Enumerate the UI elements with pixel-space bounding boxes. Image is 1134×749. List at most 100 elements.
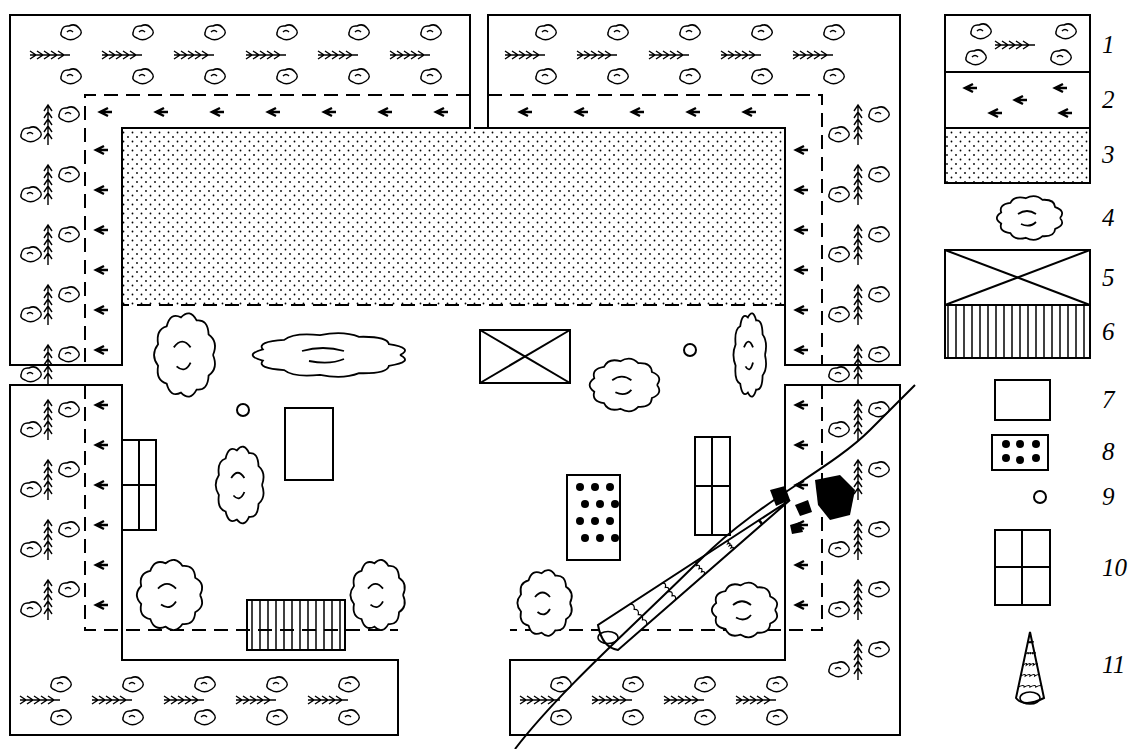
grass-symbol: [796, 226, 808, 234]
legend-number: 2: [1102, 87, 1115, 112]
planting-band: [10, 385, 398, 735]
grass-symbol: [965, 84, 977, 92]
conifer-symbol: [854, 580, 862, 620]
shrub-symbol: [267, 677, 287, 692]
stream-cone: [598, 500, 790, 650]
conifer-symbol: [577, 51, 617, 59]
conifer-symbol: [44, 520, 52, 560]
crossed-area: [480, 330, 570, 383]
grass-symbol: [100, 108, 112, 116]
shrub-symbol: [339, 710, 359, 725]
shrub-symbol: [59, 167, 79, 182]
grass-symbol: [96, 401, 108, 409]
shrub-symbol: [21, 127, 41, 142]
shrub-symbol: [752, 69, 772, 84]
lawn: [122, 128, 785, 305]
flower-dot: [596, 500, 604, 508]
grass-symbol: [632, 108, 644, 116]
grass-symbol: [796, 186, 808, 194]
grass-symbol: [796, 441, 808, 449]
conifer-symbol: [664, 696, 704, 704]
shrub-symbol: [869, 227, 889, 242]
grass-symbol: [268, 108, 280, 116]
grass-symbol: [744, 108, 756, 116]
bush-symbol: [350, 560, 404, 630]
shrub-symbol: [59, 522, 79, 537]
legend-sample: [945, 250, 1090, 305]
shrub-symbol: [829, 422, 849, 437]
shrub-symbol: [421, 25, 441, 40]
shrub-symbol: [829, 662, 849, 677]
conifer-symbol: [44, 285, 52, 325]
conifer-symbol: [44, 225, 52, 265]
conifer-symbol: [102, 51, 142, 59]
window-bed: [695, 485, 730, 487]
shrub-symbol: [277, 25, 297, 40]
grass-symbol: [96, 146, 108, 154]
conifer-symbol: [44, 345, 52, 385]
conifer-symbol: [854, 640, 862, 680]
shrub-symbol: [59, 347, 79, 362]
shrub-symbol: [421, 69, 441, 84]
shrub-symbol: [752, 25, 772, 40]
flower-dot: [1032, 454, 1040, 462]
water-ripple: [1018, 686, 1041, 688]
flower-dot: [596, 534, 604, 542]
flower-dot: [606, 483, 614, 491]
legend-sample: [945, 72, 1090, 128]
shrub-symbol: [59, 402, 79, 417]
grass-symbol: [576, 108, 588, 116]
grass-symbol: [796, 521, 808, 529]
shrub-symbol: [133, 25, 153, 40]
bush-symbol: [154, 313, 215, 396]
shrub-symbol: [829, 247, 849, 262]
shrub-symbol: [61, 69, 81, 84]
grass-symbol: [96, 601, 108, 609]
shrub-symbol: [536, 69, 556, 84]
grass-symbol: [796, 346, 808, 354]
grass-symbol: [520, 108, 532, 116]
flower-dot: [591, 483, 599, 491]
shrub-symbol: [59, 462, 79, 477]
small-feature: [237, 404, 249, 416]
legend-number: 3: [1102, 142, 1115, 167]
flower-dot: [581, 500, 589, 508]
conifer-symbol: [30, 51, 70, 59]
conifer-symbol: [854, 400, 862, 440]
shrub-symbol: [869, 347, 889, 362]
flower-dot: [611, 500, 619, 508]
plain-area: [285, 408, 333, 480]
shrub-symbol: [21, 367, 41, 382]
window-bed: [695, 437, 730, 535]
flower-dot: [611, 534, 619, 542]
legend-sample: [995, 380, 1050, 420]
conifer-symbol: [390, 51, 430, 59]
planting-band: [510, 385, 900, 735]
shrub-symbol: [339, 677, 359, 692]
shrub-symbol: [608, 25, 628, 40]
grass-symbol: [796, 266, 808, 274]
shrub-symbol: [829, 602, 849, 617]
window-bed: [122, 484, 156, 486]
conifer-symbol: [854, 165, 862, 205]
conifer-symbol: [246, 51, 286, 59]
legend-number: 9: [1102, 484, 1115, 509]
grass-symbol: [796, 401, 808, 409]
bush-symbol: [253, 333, 405, 377]
shrub-symbol: [21, 307, 41, 322]
grass-symbol: [796, 306, 808, 314]
window-bed: [122, 440, 156, 530]
grass-symbol: [1055, 84, 1067, 92]
shrub-symbol: [829, 482, 849, 497]
shrub-symbol: [195, 677, 215, 692]
shrub-symbol: [869, 462, 889, 477]
legend-number: 5: [1102, 265, 1115, 290]
shrub-symbol: [767, 677, 787, 692]
water-ripple: [1023, 664, 1037, 666]
grass-symbol: [796, 561, 808, 569]
water-ripple: [1028, 642, 1034, 644]
legend-sample: [945, 15, 1090, 72]
shrub-symbol: [829, 127, 849, 142]
legend-number: 4: [1102, 205, 1115, 230]
